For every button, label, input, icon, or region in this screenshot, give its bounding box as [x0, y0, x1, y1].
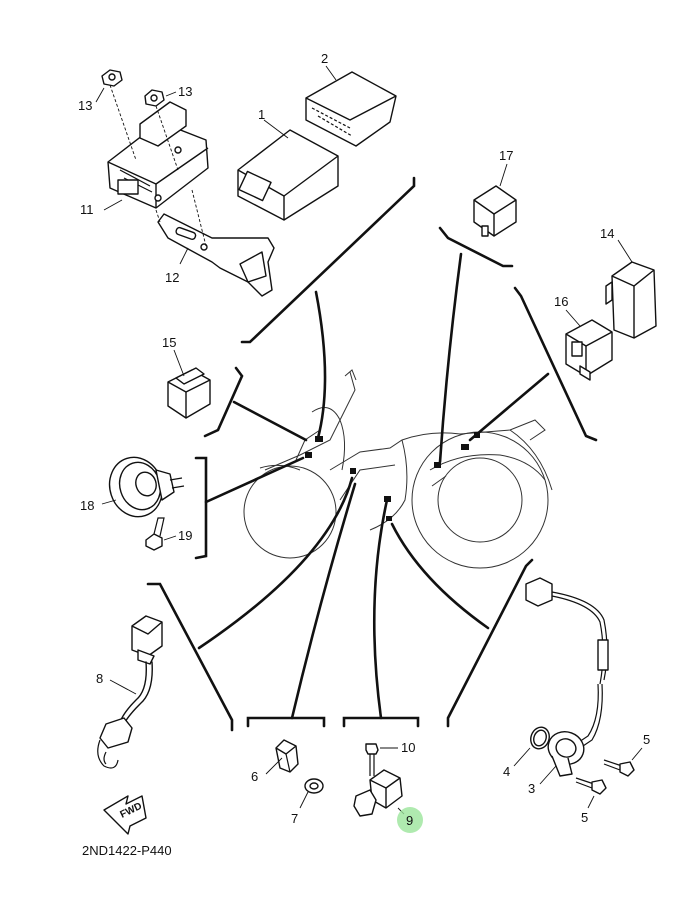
relay-part-15 — [167, 349, 211, 419]
sensor-part-9 — [353, 769, 405, 817]
callout-2: 2 — [321, 51, 328, 66]
callout-7: 7 — [291, 811, 298, 826]
callout-15: 15 — [162, 335, 176, 350]
relay-part-17 — [473, 163, 517, 237]
callout-18: 18 — [80, 498, 94, 513]
sensor-part-16 — [565, 309, 613, 381]
callout-6: 6 — [251, 769, 258, 784]
switch-part-6 — [265, 739, 299, 775]
speed-sensor-part-3 — [525, 577, 609, 785]
o-ring-part-4 — [513, 726, 550, 767]
callout-8: 8 — [96, 671, 103, 686]
fwd-arrow: FWD — [103, 795, 147, 835]
sensor-part-8 — [97, 615, 163, 769]
motorcycle-silhouette — [243, 369, 553, 569]
callout-3: 3 — [528, 781, 535, 796]
diagram-code: 2ND1422-P440 — [82, 843, 172, 858]
callout-19: 19 — [178, 528, 192, 543]
bolt-part-10 — [365, 743, 398, 776]
unit-part-14 — [605, 239, 657, 339]
callout-13-right: 13 — [178, 84, 192, 99]
callout-14: 14 — [600, 226, 614, 241]
bracket-plate-part-12 — [155, 189, 275, 297]
callout-4: 4 — [503, 764, 510, 779]
group-brackets — [146, 176, 598, 732]
callout-10: 10 — [401, 740, 415, 755]
callout-labels: 1 2 3 4 5 5 6 7 8 9 10 11 12 13 13 14 15… — [78, 51, 650, 828]
ecu-part-1 — [237, 119, 339, 221]
washer-part-7 — [299, 778, 324, 809]
ecu-cover-part-2 — [305, 65, 397, 147]
nut-part-13-left — [95, 69, 137, 161]
horn-part-18 — [101, 456, 185, 518]
nut-part-13-right — [144, 89, 179, 171]
callout-17: 17 — [499, 148, 513, 163]
bolt-part-5-lower — [575, 777, 607, 809]
callout-5-lower: 5 — [581, 810, 588, 825]
callout-9: 9 — [406, 813, 413, 828]
rectifier-part-11 — [103, 101, 209, 211]
callout-9-highlight — [397, 807, 423, 833]
callout-13-left: 13 — [78, 98, 92, 113]
callout-1: 1 — [258, 107, 265, 122]
callout-11: 11 — [80, 202, 94, 217]
bolt-part-5-upper — [603, 747, 643, 777]
callout-12: 12 — [165, 270, 179, 285]
callout-16: 16 — [554, 294, 568, 309]
bolt-part-19 — [145, 517, 177, 551]
callout-5-upper: 5 — [643, 732, 650, 747]
wire-leads — [197, 252, 550, 720]
